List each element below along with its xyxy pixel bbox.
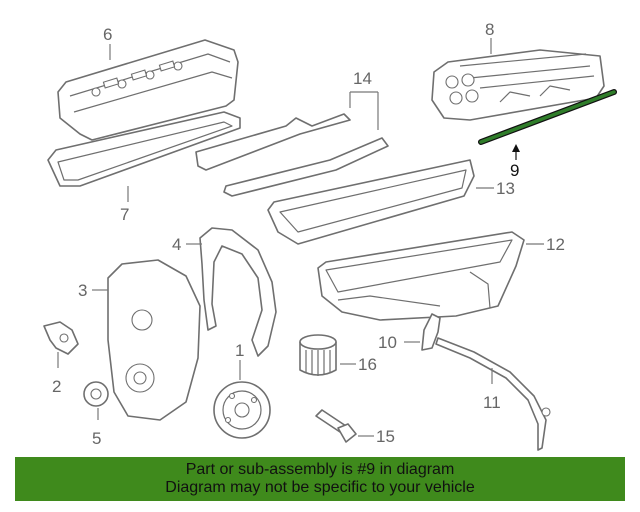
intake-manifold-part-8[interactable] — [431, 49, 605, 121]
label-7[interactable]: 7 — [120, 205, 129, 224]
dipstick-handle-part-10[interactable] — [421, 313, 441, 351]
label-9[interactable]: 9 — [510, 161, 519, 180]
bolt-part-15[interactable] — [315, 409, 357, 443]
seal-part-5[interactable] — [83, 381, 109, 407]
label-3[interactable]: 3 — [78, 281, 87, 300]
timing-cover-part-3[interactable] — [107, 259, 201, 421]
oil-pan-gasket-part-14[interactable] — [195, 113, 389, 197]
oil-pan-gasket-part-13[interactable] — [267, 159, 475, 245]
sensor-part-2[interactable] — [43, 321, 79, 355]
label-1[interactable]: 1 — [235, 341, 244, 360]
banner-line-2: Diagram may not be specific to your vehi… — [165, 479, 475, 496]
label-13[interactable]: 13 — [496, 179, 515, 198]
label-11[interactable]: 11 — [483, 393, 501, 412]
label-6[interactable]: 6 — [103, 25, 112, 44]
label-8[interactable]: 8 — [485, 20, 494, 39]
valve-cover-gasket-part-7[interactable] — [47, 111, 241, 187]
parts-diagram: 6 7 8 9 14 13 — [43, 20, 617, 451]
label-14[interactable]: 14 — [353, 69, 372, 88]
intake-gasket-part-9[interactable] — [478, 89, 617, 145]
oil-filter-part-16[interactable] — [299, 334, 337, 376]
label-2[interactable]: 2 — [52, 377, 61, 396]
timing-cover-gasket-part-4[interactable] — [199, 227, 277, 357]
arrow-9 — [512, 144, 520, 152]
info-banner: Part or sub-assembly is #9 in diagram Di… — [15, 457, 625, 501]
label-16[interactable]: 16 — [358, 355, 377, 374]
dipstick-tube-part-11[interactable] — [435, 337, 551, 451]
label-5[interactable]: 5 — [92, 429, 101, 448]
valve-cover-part-6[interactable] — [57, 39, 239, 141]
leader-14 — [349, 91, 379, 130]
label-12[interactable]: 12 — [546, 235, 565, 254]
label-15[interactable]: 15 — [376, 427, 395, 446]
label-10[interactable]: 10 — [378, 333, 397, 352]
oil-pan-part-12[interactable] — [317, 231, 525, 321]
label-4[interactable]: 4 — [172, 235, 181, 254]
banner-line-1: Part or sub-assembly is #9 in diagram — [185, 461, 455, 478]
balancer-part-1[interactable] — [213, 381, 271, 439]
